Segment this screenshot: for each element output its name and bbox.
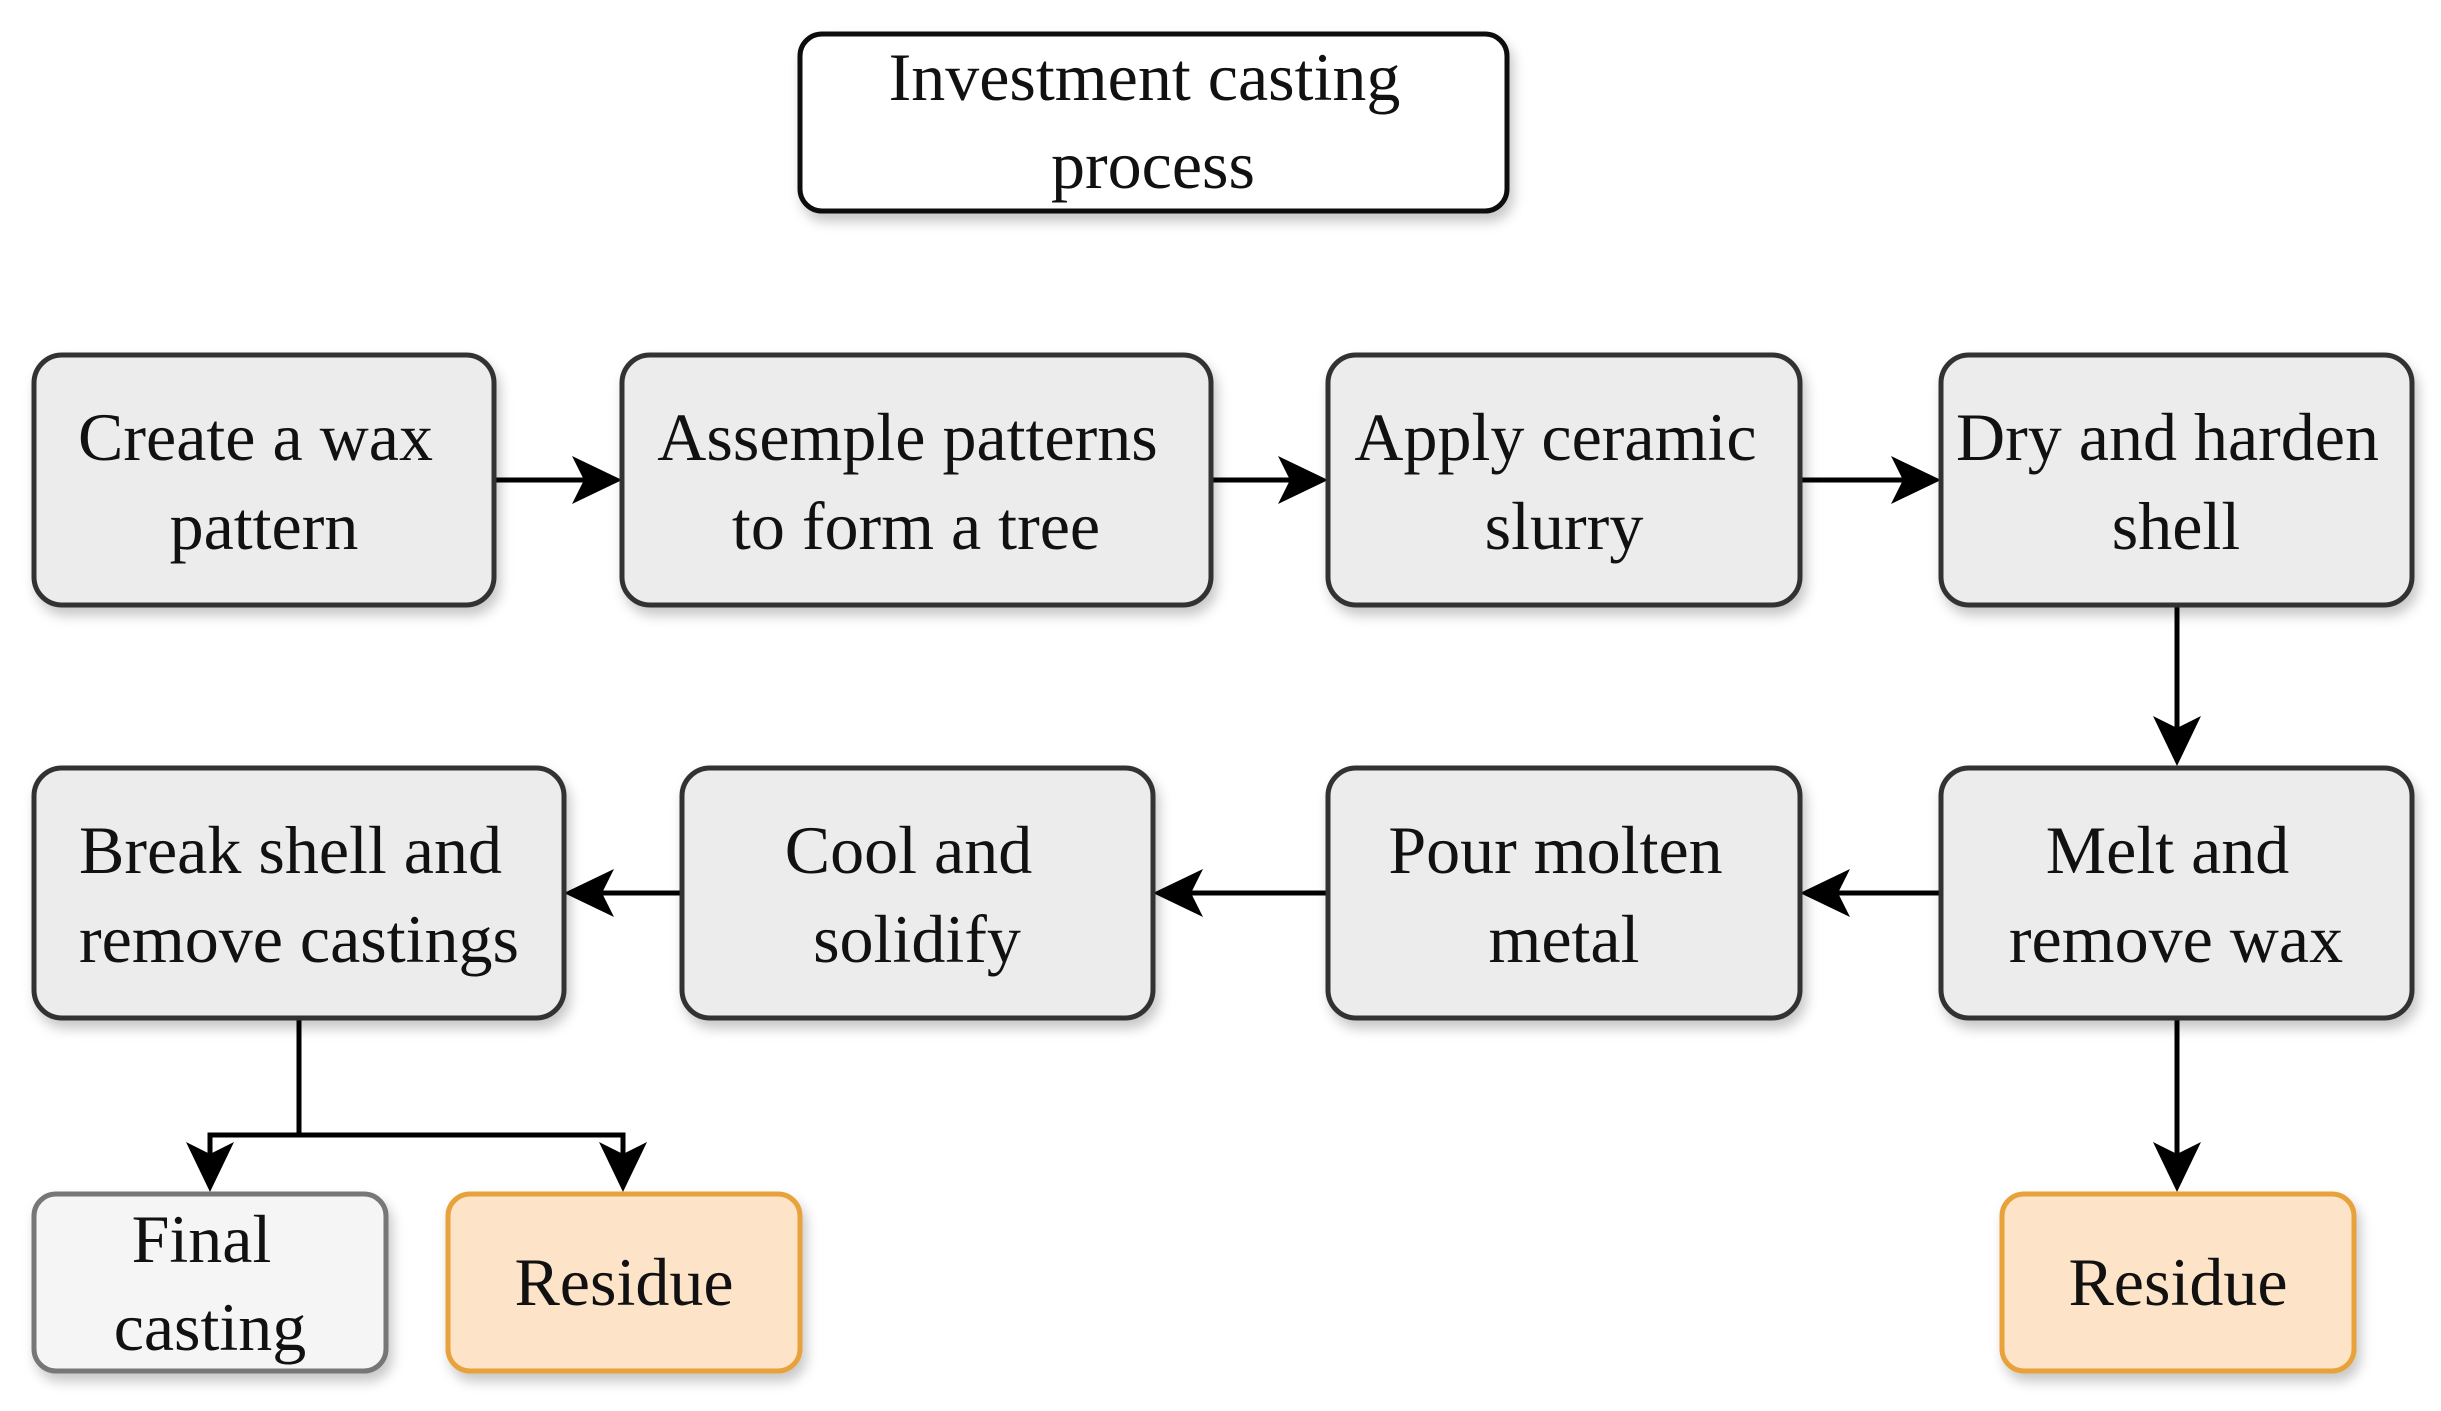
svg-text:Dry and harden shell: Dry and harden shell — [1956, 399, 2396, 564]
edge-pour-to-cool — [1153, 869, 1328, 917]
node-final-casting: Final casting — [31, 1191, 389, 1374]
edge-cool-to-break — [564, 869, 682, 917]
node-cool-and-solidify-line-1: Cool and — [785, 812, 1032, 888]
node-create-wax-pattern: Create a wax pattern — [31, 352, 497, 608]
node-pour-molten-metal-line-1: Pour molten — [1388, 812, 1722, 888]
node-residue-left-label: Residue — [514, 1244, 733, 1320]
node-cool-and-solidify: Cool and solidify — [679, 765, 1156, 1021]
title-box: Investment casting process — [797, 31, 1510, 214]
edge-assemble-to-slurry — [1211, 456, 1328, 504]
node-residue-right-label: Residue — [2068, 1244, 2287, 1320]
node-melt-and-remove-wax-line-1: Melt and — [2046, 812, 2290, 888]
svg-text:Melt and remove wax: Melt and remove wax — [2009, 812, 2343, 977]
edge-melt-to-residue — [2153, 1018, 2201, 1192]
node-dry-and-harden-shell: Dry and harden shell — [1938, 352, 2415, 608]
node-final-casting-line-2: casting — [114, 1289, 307, 1365]
node-cool-and-solidify-line-2: solidify — [813, 901, 1021, 977]
node-create-wax-pattern-line-1: Create a wax — [78, 399, 433, 475]
node-break-shell-line-1: Break shell and — [79, 812, 502, 888]
edge-slurry-to-dry — [1800, 456, 1941, 504]
svg-text:Cool and solidify: Cool and solidify — [785, 812, 1049, 977]
node-melt-and-remove-wax: Melt and remove wax — [1938, 765, 2415, 1021]
node-break-shell: Break shell and remove castings — [31, 765, 567, 1021]
node-dry-and-harden-shell-line-1: Dry and harden — [1956, 399, 2379, 475]
svg-text:Final casting: Final casting — [114, 1201, 307, 1365]
node-apply-ceramic-slurry-line-2: slurry — [1485, 488, 1644, 564]
node-melt-and-remove-wax-line-2: remove wax — [2009, 901, 2343, 977]
node-dry-and-harden-shell-line-2: shell — [2112, 488, 2240, 564]
node-assemble-patterns-line-2: to form a tree — [732, 488, 1100, 564]
node-assemble-patterns: Assemple patterns to form a tree — [619, 352, 1214, 608]
edge-melt-to-pour — [1800, 869, 1941, 917]
svg-text:Break shell and remove c: Break shell and remove castings — [79, 812, 519, 977]
svg-text:Apply ceramic slurry: Apply ceramic slurry — [1354, 399, 1773, 564]
node-apply-ceramic-slurry-line-1: Apply ceramic — [1354, 399, 1756, 475]
node-break-shell-line-2: remove castings — [79, 901, 519, 977]
svg-text:Residue: Residue — [514, 1244, 733, 1320]
node-residue-left: Residue — [445, 1191, 803, 1374]
svg-text:Pour molten metal: Pour molten metal — [1388, 812, 1739, 977]
node-create-wax-pattern-line-2: pattern — [170, 488, 359, 564]
edges — [186, 456, 2201, 1192]
svg-text:Assemple patterns to for: Assemple patterns to form a tree — [657, 399, 1174, 564]
svg-text:Investment casting proce: Investment casting process — [889, 39, 1418, 203]
title-line-2: process — [1051, 127, 1255, 203]
edge-break-to-outputs — [186, 1018, 647, 1192]
node-pour-molten-metal-line-2: metal — [1488, 901, 1639, 977]
svg-text:Residue: Residue — [2068, 1244, 2287, 1320]
node-final-casting-line-1: Final — [132, 1201, 272, 1277]
edge-wax-to-assemble — [494, 456, 622, 504]
title-line-1: Investment casting — [889, 39, 1401, 115]
node-apply-ceramic-slurry: Apply ceramic slurry — [1325, 352, 1803, 608]
node-residue-right: Residue — [1999, 1191, 2357, 1374]
svg-text:Create a wax pattern: Create a wax pattern — [78, 399, 450, 564]
node-assemble-patterns-line-1: Assemple patterns — [657, 399, 1157, 475]
node-pour-molten-metal: Pour molten metal — [1325, 765, 1803, 1021]
edge-dry-to-melt — [2153, 607, 2201, 766]
